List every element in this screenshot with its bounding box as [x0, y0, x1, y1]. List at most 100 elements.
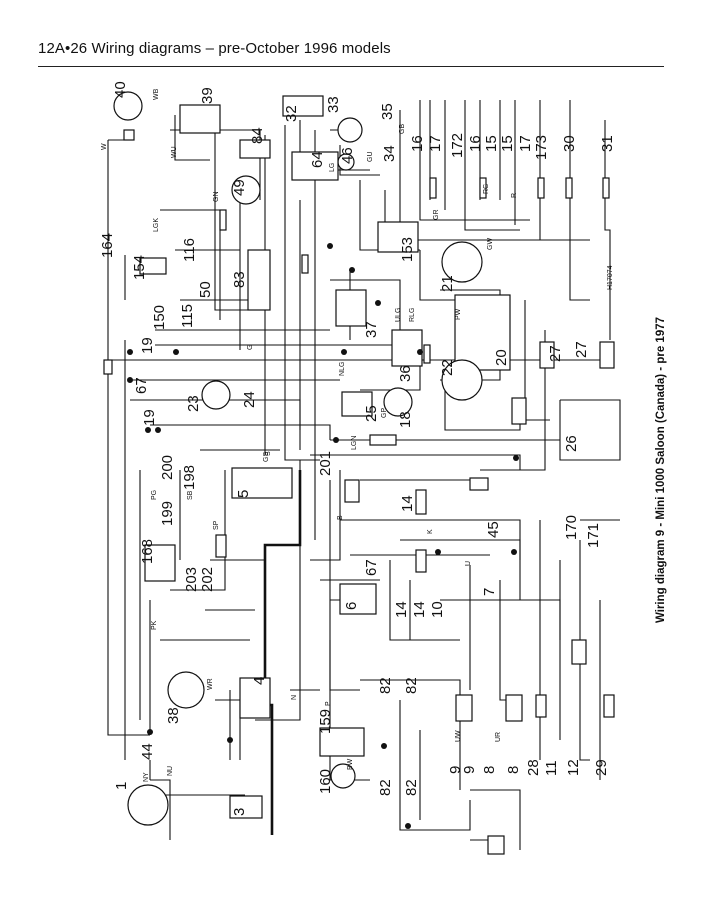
component-number-label: 153 [399, 237, 416, 262]
color-code-label: GP [381, 408, 388, 418]
color-code-label: GR [433, 210, 440, 221]
component-number-label: 28 [525, 759, 542, 776]
component-number-label: 83 [231, 271, 248, 288]
header-rule [38, 66, 664, 68]
component-number-label: 4 [251, 677, 268, 685]
component-number-label: 17 [427, 135, 444, 152]
color-code-label: U [465, 561, 472, 566]
component-number-label: 15 [499, 135, 516, 152]
component-number-label: 64 [309, 151, 326, 168]
component-number-label: 84 [249, 127, 266, 144]
component-number-label: 38 [165, 707, 182, 724]
component-number-label: 34 [381, 145, 398, 162]
color-code-label: GS [263, 452, 270, 462]
color-code-label: BW [347, 758, 354, 770]
component-number-label: 39 [199, 87, 216, 104]
component-number-label: 45 [485, 521, 502, 538]
component-number-label: 8 [505, 766, 522, 774]
component-number-label: 30 [561, 135, 578, 152]
color-code-label: WU [171, 146, 178, 158]
component-number-label: 16 [409, 135, 426, 152]
component-number-label: 82 [403, 677, 420, 694]
component-number-label: 21 [439, 275, 456, 292]
color-code-label: P [325, 701, 332, 706]
component-number-label: 9 [447, 766, 464, 774]
battery-cable [263, 470, 302, 835]
component-number-label: 22 [439, 359, 456, 376]
color-code-label: SB [187, 490, 194, 500]
color-code-label: NY [143, 772, 150, 782]
component-number-label: 116 [181, 238, 198, 262]
component-number-label: 6 [343, 602, 360, 610]
component-number-label: 12 [565, 759, 582, 776]
component-number-label: 171 [585, 523, 602, 548]
component-number-label: 170 [563, 515, 580, 540]
color-code-label: PK [151, 620, 158, 630]
component-number-label: 5 [235, 490, 252, 498]
component-number-label: 201 [317, 451, 334, 476]
component-number-label: 3 [231, 808, 248, 816]
component-number-label: 11 [543, 760, 560, 776]
component-number-label: 16 [467, 135, 484, 152]
component-number-label: 159 [317, 709, 334, 734]
component-number-label: 160 [317, 769, 334, 794]
component-number-label: 36 [397, 365, 414, 382]
component-number-label: 202 [199, 567, 216, 592]
component-number-label: 35 [379, 103, 396, 120]
color-code-label: LGN [351, 436, 358, 450]
component-number-label: 18 [397, 411, 414, 428]
component-number-label: 26 [563, 435, 580, 452]
component-number-label: 67 [133, 377, 150, 394]
component-number-label: 164 [99, 233, 116, 258]
color-code-label: W [101, 143, 108, 150]
color-code-label: GU [367, 152, 374, 163]
junction-dots [127, 243, 519, 829]
component-number-label: 50 [197, 281, 214, 298]
component-number-label: 20 [493, 349, 510, 366]
component-number-label: 203 [183, 567, 200, 592]
color-code-label: G [247, 345, 254, 350]
component-number-label: 14 [411, 601, 428, 618]
component-number-label: 172 [449, 133, 466, 158]
color-code-label: NLG [339, 362, 346, 376]
color-code-label: GB [399, 124, 406, 134]
color-code-label: R [511, 193, 518, 198]
component-number-label: 27 [547, 345, 564, 362]
color-code-label: GN [213, 192, 220, 203]
wire-lines [107, 100, 621, 850]
page-header: 12A•26 Wiring diagrams – pre-October 199… [38, 40, 391, 57]
component-number-label: 27 [573, 341, 590, 358]
color-code-label: RG [483, 184, 490, 195]
component-number-label: 17 [517, 135, 534, 152]
component-number-label: 29 [593, 759, 610, 776]
component-number-label: 49 [231, 179, 248, 196]
drawing-code: H17074 [607, 265, 614, 290]
color-code-label: SP [213, 520, 220, 530]
component-number-label: 14 [393, 601, 410, 618]
color-code-label: WR [207, 678, 214, 690]
component-number-label: 33 [325, 96, 342, 113]
component-number-label: 19 [139, 337, 156, 354]
component-number-label: 82 [403, 779, 420, 796]
component-number-label: 1 [113, 782, 130, 790]
component-number-label: 150 [151, 305, 168, 330]
component-number-label: 7 [481, 588, 498, 596]
component-number-label: 24 [241, 391, 258, 408]
component-number-label: 15 [483, 135, 500, 152]
color-code-label: WB [153, 88, 160, 100]
component-number-label: 199 [159, 501, 176, 526]
component-number-label: 173 [533, 135, 550, 160]
component-number-label: 200 [159, 455, 176, 480]
component-number-label: 46 [339, 147, 356, 164]
cable-color-codes: WB WU W GN LGK LG GU GB RG GR GW PW RLG … [101, 88, 518, 782]
color-code-label: NU [167, 766, 174, 776]
component-number-label: 23 [185, 395, 202, 412]
components [103, 91, 615, 855]
component-number-label: 154 [131, 255, 148, 280]
color-code-label: PG [151, 490, 158, 500]
diagram-caption: Wiring diagram 9 - Mini 1000 Saloon (Can… [655, 316, 667, 623]
color-code-label: S [265, 451, 272, 456]
component-number-labels: 40 39 32 33 35 84 64 46 34 16 17 172 16 … [99, 81, 616, 816]
component-number-label: 8 [481, 766, 498, 774]
